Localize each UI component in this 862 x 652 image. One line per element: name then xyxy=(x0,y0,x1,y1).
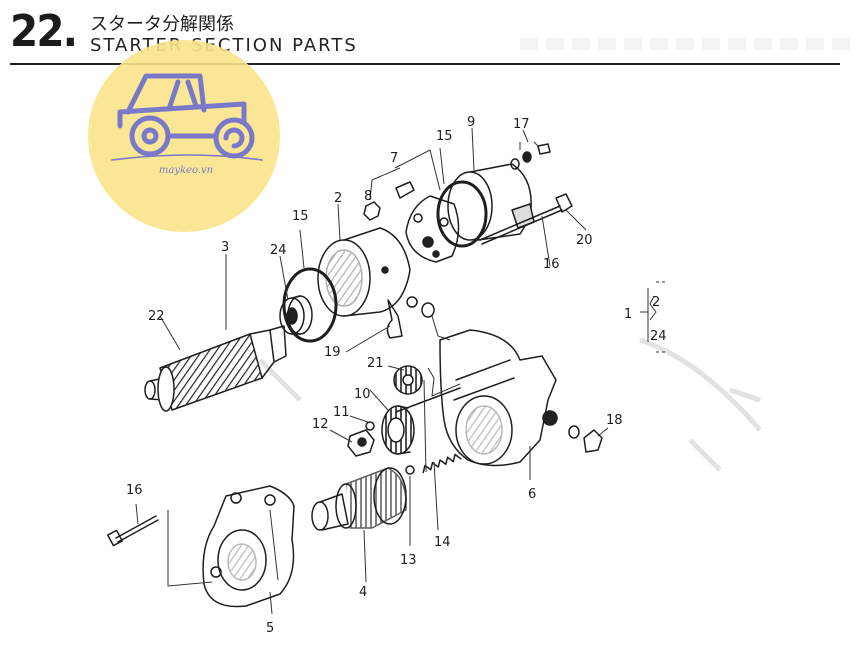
housing-bolt-part xyxy=(107,515,159,547)
callout-label: 11 xyxy=(333,405,350,420)
watermark-text: maykeo.vn xyxy=(158,165,214,176)
leader-lines xyxy=(135,127,609,615)
callout-label: 4 xyxy=(359,585,367,600)
callout-label: 2 xyxy=(334,191,342,206)
callout-label: 16 xyxy=(543,257,560,272)
bushing-part xyxy=(406,296,435,318)
callout-label: 12 xyxy=(312,417,329,432)
collar-part xyxy=(347,429,375,457)
callout-labels: 3 24 15 2 22 19 7 8 15 9 17 20 16 21 10 … xyxy=(126,115,667,636)
callout-label: 14 xyxy=(434,535,451,550)
header-rule xyxy=(10,63,840,65)
callout-label: 17 xyxy=(513,117,530,132)
callout-label: 8 xyxy=(364,189,372,204)
section-number: 22. xyxy=(10,6,78,57)
brush-holder-part xyxy=(405,195,460,263)
callout-label: 9 xyxy=(467,115,475,130)
assembly-range-start: 2 xyxy=(652,295,660,310)
o-ring-part xyxy=(282,267,338,343)
drive-housing-part xyxy=(395,329,558,467)
callout-label: 22 xyxy=(148,309,165,324)
brush-spring-part xyxy=(386,299,403,339)
callout-label: 3 xyxy=(221,240,229,255)
assembly-bracket xyxy=(640,281,668,353)
section-title-japanese: スタータ分解関係 xyxy=(90,14,234,35)
yoke-part xyxy=(317,227,411,317)
callout-label: 10 xyxy=(354,387,371,402)
callout-label: 5 xyxy=(266,621,274,636)
bearing-part xyxy=(279,295,313,335)
tractor-icon xyxy=(111,73,263,161)
callout-label: 20 xyxy=(576,233,593,248)
assembly-ref-label: 1 xyxy=(624,307,632,322)
callout-label: 18 xyxy=(606,413,623,428)
steel-ball-part xyxy=(365,421,375,431)
callout-label: 15 xyxy=(436,129,453,144)
o-ring-part xyxy=(436,180,488,248)
page-header: 22. スタータ分解関係 STARTER SECTION PARTS xyxy=(0,0,862,70)
callout-label: 13 xyxy=(400,553,417,568)
armature-part xyxy=(144,325,287,412)
rear-cover-part xyxy=(447,163,535,241)
holder-part xyxy=(395,181,415,199)
callout-label: 7 xyxy=(390,151,398,166)
faint-show-through xyxy=(520,38,850,50)
overrunning-clutch-part xyxy=(311,467,407,531)
front-housing-part xyxy=(202,485,295,608)
callout-label: 15 xyxy=(292,209,309,224)
callout-label: 6 xyxy=(528,487,536,502)
idle-gear-part xyxy=(393,365,423,395)
reduction-gear-part xyxy=(381,405,415,455)
bleed-through-marks xyxy=(258,337,762,472)
steel-ball-part xyxy=(405,465,415,475)
callout-label: 21 xyxy=(367,356,384,371)
return-spring-part xyxy=(422,453,462,474)
callout-label: 16 xyxy=(126,483,143,498)
assembly-range-end: 24 xyxy=(650,329,667,344)
nut-part xyxy=(363,201,381,221)
through-bolt-part xyxy=(479,193,573,245)
callout-label: 19 xyxy=(324,345,341,360)
callout-label: 24 xyxy=(270,243,287,258)
terminal-nut-part xyxy=(568,425,603,453)
washer-nut-set xyxy=(510,143,551,170)
